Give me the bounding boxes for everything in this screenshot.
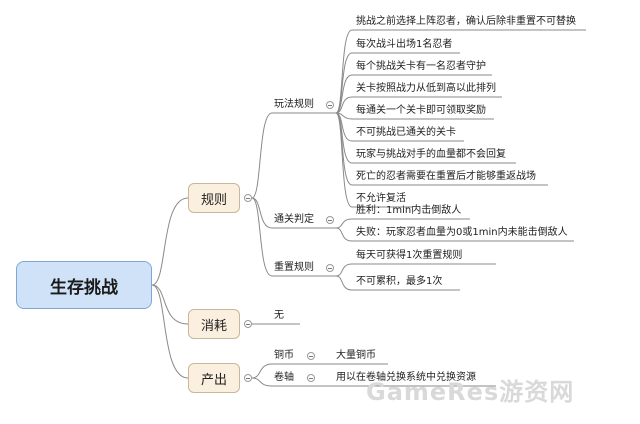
judge-win-item[interactable]: 胜利：1min内击倒敌人: [356, 205, 462, 216]
collapse-consume-icon[interactable]: [244, 320, 252, 328]
collapse-gameplay-icon[interactable]: [326, 101, 334, 109]
collapse-scroll-icon[interactable]: [307, 374, 315, 382]
gameplay-rule-item[interactable]: 死亡的忍者需要在重置后才能够重返战场: [356, 171, 536, 182]
branch-clear-judgement[interactable]: 通关判定: [274, 214, 314, 225]
collapse-rules-icon[interactable]: [244, 194, 252, 202]
output-copper-value[interactable]: 大量铜币: [336, 350, 376, 361]
reset-rule-item[interactable]: 每天可获得1次重置规则: [356, 250, 463, 261]
gameplay-rule-item[interactable]: 挑战之前选择上阵忍者，确认后除非重置不可替换: [356, 16, 576, 27]
gameplay-rule-item[interactable]: 关卡按照战力从低到高以此排列: [356, 83, 496, 94]
collapse-output-icon[interactable]: [244, 374, 252, 382]
branch-gameplay-rules[interactable]: 玩法规则: [274, 99, 314, 110]
gameplay-rule-item[interactable]: 不可挑战已通关的关卡: [356, 127, 456, 138]
output-copper-label[interactable]: 铜币: [274, 350, 294, 361]
collapse-judge-icon[interactable]: [326, 216, 334, 224]
gameplay-rule-item[interactable]: 不允许复活: [356, 193, 406, 204]
category-consume[interactable]: 消耗: [188, 309, 240, 339]
root-node[interactable]: 生存挑战: [16, 261, 152, 309]
judge-lose-item[interactable]: 失败：玩家忍者血量为0或1min内未能击倒敌人: [356, 227, 568, 238]
watermark: GameRes游资网: [366, 378, 575, 406]
output-scroll-label[interactable]: 卷轴: [274, 372, 294, 383]
branch-reset-rules[interactable]: 重置规则: [274, 262, 314, 273]
gameplay-rule-item[interactable]: 每通关一个关卡即可领取奖励: [356, 105, 486, 116]
consume-item[interactable]: 无: [274, 310, 284, 321]
collapse-copper-icon[interactable]: [307, 352, 315, 360]
category-output[interactable]: 产出: [188, 363, 240, 393]
output-scroll-value[interactable]: 用以在卷轴兑换系统中兑换资源: [336, 372, 476, 383]
gameplay-rule-item[interactable]: 每个挑战关卡有一名忍者守护: [356, 61, 486, 72]
reset-rule-item[interactable]: 不可累积，最多1次: [356, 276, 443, 287]
gameplay-rule-item[interactable]: 玩家与挑战对手的血量都不会回复: [356, 149, 506, 160]
category-rules[interactable]: 规则: [188, 183, 240, 213]
collapse-reset-icon[interactable]: [326, 264, 334, 272]
gameplay-rule-item[interactable]: 每次战斗出场1名忍者: [356, 39, 453, 50]
